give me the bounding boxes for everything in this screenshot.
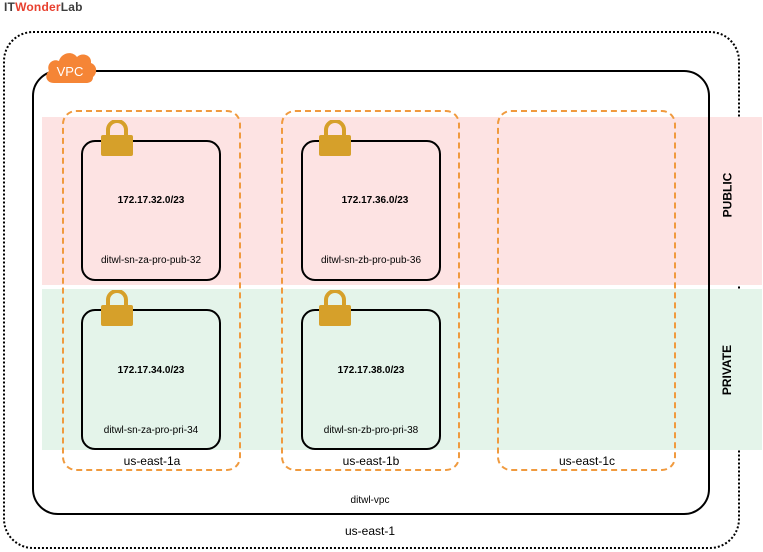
private-tier-label: PRIVATE	[720, 344, 735, 396]
private-tier-label-wrap: PRIVATE	[712, 345, 742, 395]
brand-logo: ITWonderLab	[4, 0, 83, 14]
vpc-cloud-icon: VPC	[46, 53, 97, 83]
public-tier-label: PUBLIC	[720, 172, 735, 218]
vpc-container	[32, 70, 710, 515]
subnet-cidr: 172.17.38.0/23	[337, 365, 405, 376]
subnet-za-public	[81, 140, 221, 281]
subnet-name: ditwl-sn-za-pro-pri-34	[103, 425, 199, 436]
subnet-name: ditwl-sn-zb-pro-pub-36	[320, 255, 422, 266]
public-tier-label-wrap: PUBLIC	[712, 173, 742, 218]
subnet-name: ditwl-sn-za-pro-pub-32	[100, 255, 202, 266]
subnet-za-private	[81, 309, 221, 450]
vpc-badge-label: VPC	[57, 64, 84, 79]
subnet-zb-public	[301, 140, 441, 281]
lock-icon	[101, 120, 133, 156]
brand-wonder: Wonder	[15, 0, 61, 14]
brand-it: IT	[4, 0, 16, 14]
vpc-name: ditwl-vpc	[350, 495, 390, 506]
az-us-east-1b	[281, 110, 460, 471]
az-label-1a: us-east-1a	[123, 454, 181, 468]
subnet-zb-private	[301, 309, 441, 450]
az-us-east-1a	[62, 110, 241, 471]
private-tier-band	[42, 289, 762, 450]
subnet-cidr: 172.17.32.0/23	[117, 195, 185, 206]
az-label-1b: us-east-1b	[342, 454, 400, 468]
lock-icon	[319, 120, 351, 156]
lock-icon	[319, 290, 351, 326]
public-tier-band	[42, 117, 762, 285]
subnet-cidr: 172.17.34.0/23	[117, 365, 185, 376]
subnet-name: ditwl-sn-zb-pro-pri-38	[323, 425, 419, 436]
brand-lab: Lab	[60, 0, 83, 14]
az-label-1c: us-east-1c	[558, 454, 616, 468]
subnet-cidr: 172.17.36.0/23	[341, 195, 409, 206]
region-label: us-east-1	[344, 524, 396, 538]
az-us-east-1c	[497, 110, 676, 471]
lock-icon	[101, 290, 133, 326]
